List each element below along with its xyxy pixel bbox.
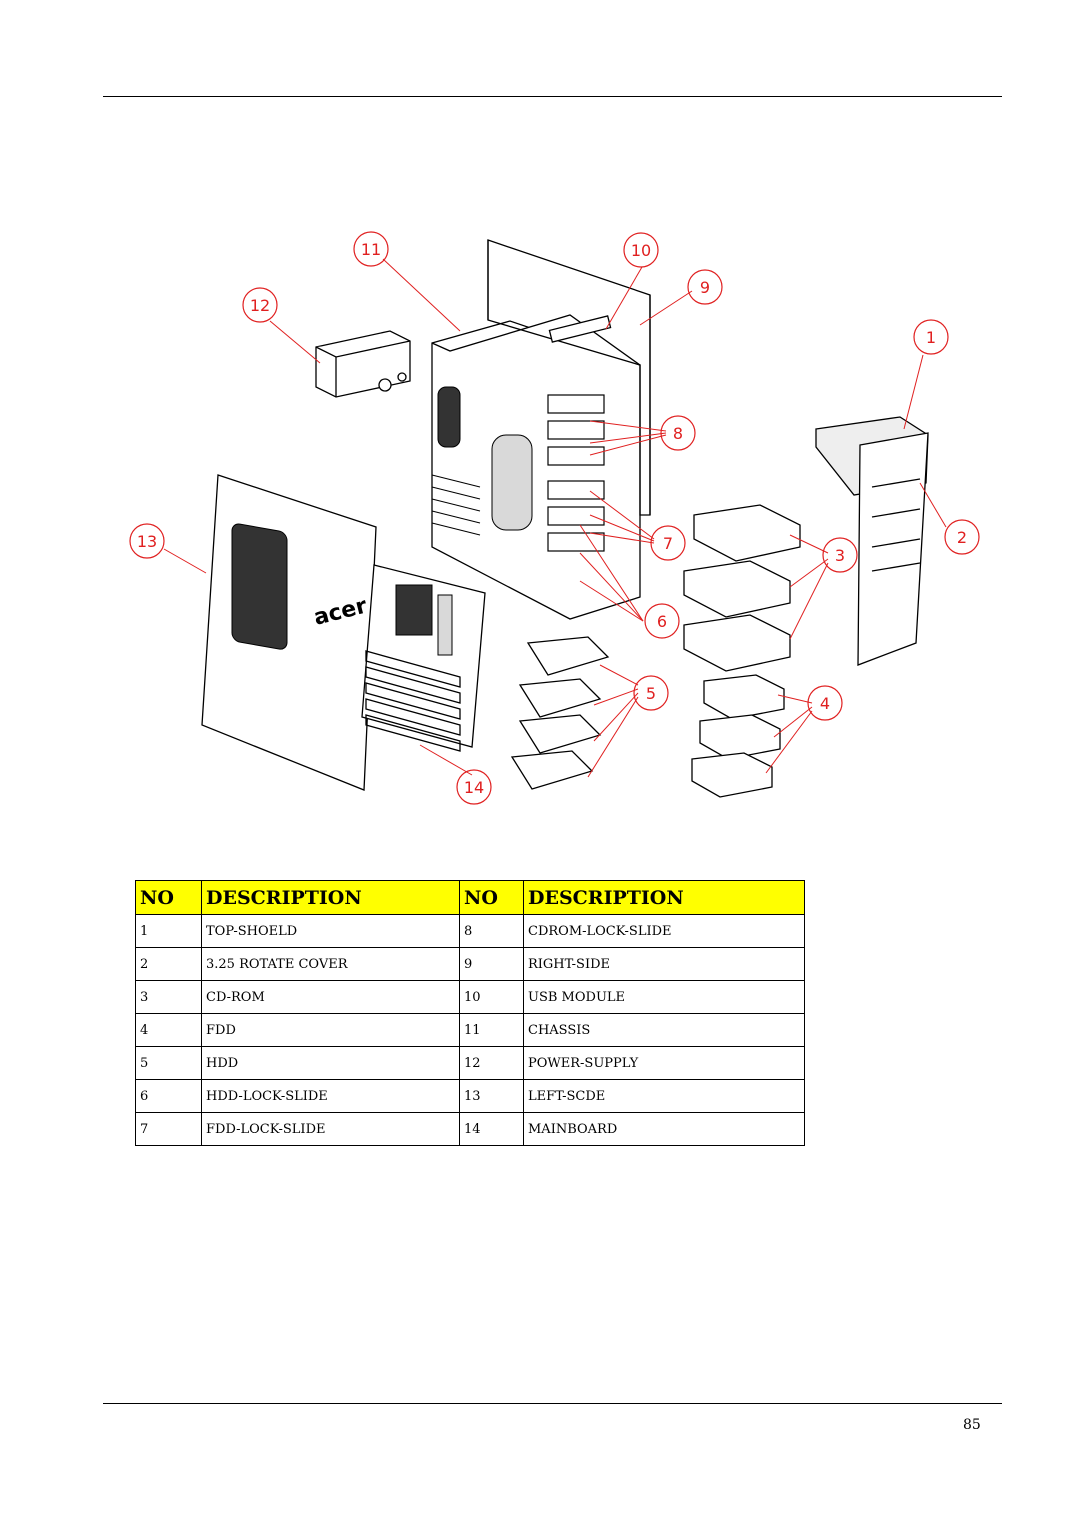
- svg-text:13: 13: [137, 532, 157, 551]
- svg-text:5: 5: [646, 684, 656, 703]
- right-side-panel-drawing: [487, 239, 651, 516]
- cell-description: MAINBOARD: [523, 1112, 805, 1146]
- usb-module-drawing: [548, 315, 612, 343]
- svg-text:14: 14: [464, 778, 484, 797]
- svg-text:12: 12: [250, 296, 270, 315]
- hdd-drawings: [510, 636, 610, 790]
- cell-no: 2: [135, 947, 202, 981]
- cell-description: LEFT-SCDE: [523, 1079, 805, 1113]
- svg-text:7: 7: [663, 534, 673, 553]
- callout-1: 1: [913, 319, 949, 355]
- left-side-panel-drawing: acer: [201, 474, 377, 791]
- cell-no: 7: [135, 1112, 202, 1146]
- svg-text:11: 11: [361, 240, 381, 259]
- chassis-drawing: [431, 314, 641, 620]
- footer-rule: [103, 1403, 1002, 1404]
- cell-description: FDD-LOCK-SLIDE: [201, 1112, 460, 1146]
- exploded-view-diagram: acer: [129, 231, 980, 805]
- header-description-left: DESCRIPTION: [201, 880, 460, 915]
- svg-text:9: 9: [700, 278, 710, 297]
- header-no-left: NO: [135, 880, 202, 915]
- cell-description: CDROM-LOCK-SLIDE: [523, 914, 805, 948]
- callout-9: 9: [687, 269, 723, 305]
- cdrom-drawings: [683, 504, 801, 672]
- mainboard-drawing: [361, 564, 486, 752]
- cell-no: 12: [459, 1046, 524, 1080]
- header-description-right: DESCRIPTION: [523, 880, 805, 915]
- callout-13: 13: [129, 523, 165, 559]
- front-bezel-drawing: [815, 416, 929, 666]
- callout-12: 12: [242, 287, 278, 323]
- callout-4: 4: [807, 685, 843, 721]
- svg-text:4: 4: [820, 694, 830, 713]
- callout-7: 7: [650, 525, 686, 561]
- fdd-drawings: [691, 674, 785, 798]
- callout-6: 6: [644, 603, 680, 639]
- cell-no: 11: [459, 1013, 524, 1047]
- cell-description: CHASSIS: [523, 1013, 805, 1047]
- cell-no: 3: [135, 980, 202, 1014]
- svg-text:3: 3: [835, 546, 845, 565]
- cell-no: 5: [135, 1046, 202, 1080]
- table-header-row: NO DESCRIPTION NO DESCRIPTION: [135, 880, 805, 915]
- cell-no: 10: [459, 980, 524, 1014]
- callout-14: 14: [456, 769, 492, 805]
- svg-text:6: 6: [657, 612, 667, 631]
- cell-no: 8: [459, 914, 524, 948]
- svg-text:1: 1: [926, 328, 936, 347]
- callout-8: 8: [660, 415, 696, 451]
- callout-leaders: [163, 258, 947, 778]
- callout-11: 11: [353, 231, 389, 267]
- callout-2: 2: [944, 519, 980, 555]
- header-rule: [103, 96, 1002, 97]
- cell-no: 1: [135, 914, 202, 948]
- svg-text:10: 10: [631, 241, 651, 260]
- callout-10: 10: [623, 232, 659, 268]
- svg-text:8: 8: [673, 424, 683, 443]
- cell-description: 3.25 ROTATE COVER: [201, 947, 460, 981]
- cell-no: 6: [135, 1079, 202, 1113]
- cell-description: USB MODULE: [523, 980, 805, 1014]
- header-no-right: NO: [459, 880, 524, 915]
- page-number: 85: [963, 1417, 981, 1433]
- cell-no: 14: [459, 1112, 524, 1146]
- svg-text:2: 2: [957, 528, 967, 547]
- cell-description: RIGHT-SIDE: [523, 947, 805, 981]
- cell-description: FDD: [201, 1013, 460, 1047]
- cell-description: CD-ROM: [201, 980, 460, 1014]
- cell-description: POWER-SUPPLY: [523, 1046, 805, 1080]
- cell-no: 4: [135, 1013, 202, 1047]
- callout-3: 3: [822, 537, 858, 573]
- cell-no: 13: [459, 1079, 524, 1113]
- cell-description: HDD-LOCK-SLIDE: [201, 1079, 460, 1113]
- callout-5: 5: [633, 675, 669, 711]
- cell-description: HDD: [201, 1046, 460, 1080]
- cell-no: 9: [459, 947, 524, 981]
- power-supply-drawing: [315, 330, 411, 398]
- cell-description: TOP-SHOELD: [201, 914, 460, 948]
